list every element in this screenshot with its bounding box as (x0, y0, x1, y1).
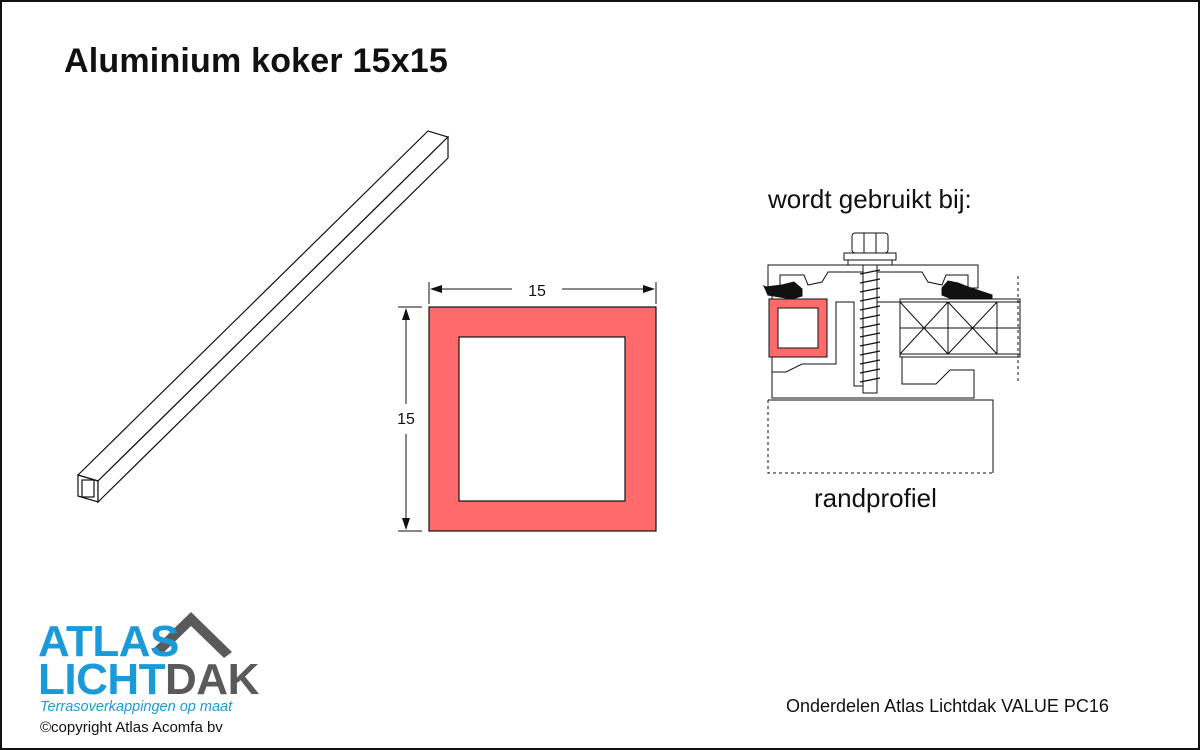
logo-tagline: Terrasoverkappingen op maat (40, 699, 233, 715)
detail-label: randprofiel (814, 483, 937, 513)
height-label: 15 (397, 411, 415, 428)
footer-text: Onderdelen Atlas Lichtdak VALUE PC16 (786, 696, 1109, 716)
tube-3d-view (76, 130, 450, 504)
width-dimension (428, 282, 657, 304)
page-title: Aluminium koker 15x15 (64, 42, 449, 80)
copyright-text: ©copyright Atlas Acomfa bv (40, 719, 223, 736)
width-label: 15 (528, 283, 546, 300)
left-gasket (762, 281, 803, 300)
logo-line2-b: DAK (165, 655, 259, 704)
right-gasket (941, 280, 993, 300)
screw (843, 232, 897, 394)
height-dimension (398, 306, 422, 532)
polycarbonate-panel (899, 276, 1021, 382)
cross-section-view (428, 306, 657, 532)
logo-line2-a: LICHT (38, 655, 166, 704)
usage-label: wordt gebruikt bij: (768, 184, 972, 214)
logo-line1: ATLAS (38, 617, 179, 666)
profile-hollow (458, 336, 626, 502)
logo-line2: LICHTDAK (38, 658, 259, 702)
application-detail (762, 232, 1021, 474)
